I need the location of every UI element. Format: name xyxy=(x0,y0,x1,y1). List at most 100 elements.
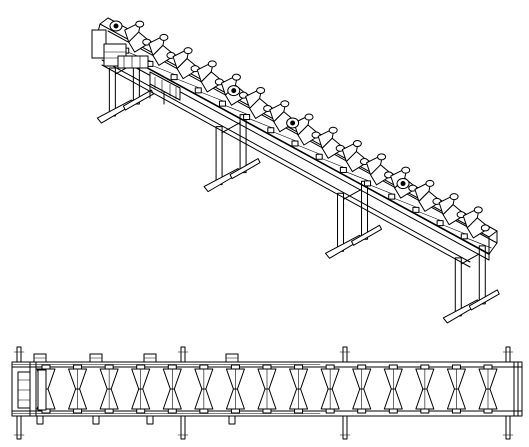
roller-flange xyxy=(401,166,411,174)
bearing-block xyxy=(412,206,420,213)
bearing-top xyxy=(357,364,367,370)
stand-brace xyxy=(343,188,363,200)
bearing-top xyxy=(167,364,177,370)
motor-shaft xyxy=(231,88,237,94)
bearing-top xyxy=(230,364,240,370)
bearing-block xyxy=(170,74,178,81)
bearing-bottom xyxy=(230,408,240,414)
bearing-block xyxy=(364,180,372,187)
motor-coupling xyxy=(36,415,44,425)
v-roller xyxy=(460,206,492,249)
plan-roller xyxy=(131,364,151,414)
motor-coupling xyxy=(228,415,236,425)
bearing-top xyxy=(199,364,209,370)
bearing-block xyxy=(388,193,396,200)
bearing-block xyxy=(315,153,323,160)
support-stand xyxy=(96,55,154,124)
stand-post xyxy=(454,257,462,317)
motor-coupling xyxy=(146,415,154,425)
plan-drive-motor xyxy=(89,353,103,425)
bearing-block xyxy=(194,87,202,94)
stand-foot xyxy=(468,289,500,311)
plan-roller xyxy=(352,364,372,414)
bearing-bottom xyxy=(136,408,146,414)
stand-foot xyxy=(351,224,383,246)
roller-flange xyxy=(449,193,459,201)
v-roller xyxy=(315,126,347,169)
bearing-top xyxy=(262,364,272,370)
plan-view xyxy=(11,346,523,440)
v-roller xyxy=(436,193,468,235)
frame-front-rail xyxy=(95,39,490,255)
isometric-view xyxy=(91,17,500,324)
roller-flange xyxy=(480,224,490,232)
plan-drive-motor xyxy=(225,353,239,425)
plan-roller xyxy=(383,364,403,414)
bearing-top xyxy=(483,364,493,370)
stand-post xyxy=(478,245,486,305)
bearing-bottom xyxy=(483,408,493,414)
bearing-top xyxy=(41,364,51,370)
roller-flange xyxy=(207,60,217,68)
bearing-bottom xyxy=(294,408,304,414)
plan-roller xyxy=(478,364,498,414)
roller-flange xyxy=(183,47,193,55)
drive-motor xyxy=(109,20,123,32)
plan-rollers xyxy=(36,364,498,414)
plan-roller xyxy=(162,364,182,414)
stand-post xyxy=(215,126,223,186)
bearing-top xyxy=(104,364,114,370)
roller-flange xyxy=(280,100,290,108)
v-roller xyxy=(194,60,226,103)
bearing-bottom xyxy=(325,408,335,414)
roller-flange xyxy=(328,126,338,134)
bearing-top xyxy=(325,364,335,370)
bearing-bottom xyxy=(104,408,114,414)
plan-roller xyxy=(257,364,277,414)
plan-roller xyxy=(194,364,214,414)
plan-roller xyxy=(68,364,88,414)
motor-shaft xyxy=(113,23,119,29)
stand-brace xyxy=(221,122,241,134)
drive-motor xyxy=(396,178,410,190)
bearing-bottom xyxy=(262,408,272,414)
bearing-bottom xyxy=(451,408,461,414)
drive-motor xyxy=(286,117,300,129)
bearing-block xyxy=(291,140,299,147)
roller-flange xyxy=(473,206,483,214)
roller-flange xyxy=(135,20,145,28)
roller-flange xyxy=(304,113,314,121)
frame-lower-beam xyxy=(101,59,471,263)
plan-drive-motor xyxy=(143,353,157,425)
roller-flange xyxy=(159,33,169,41)
motor-shaft xyxy=(400,181,406,187)
end-drive-unit xyxy=(91,29,181,105)
motor-shaft xyxy=(290,120,296,126)
motor-coupling xyxy=(92,415,100,425)
roller-flange xyxy=(377,153,387,161)
v-roller xyxy=(243,86,274,129)
plan-roller xyxy=(446,364,466,414)
iso-rollers xyxy=(122,20,492,249)
support-stand xyxy=(442,245,500,324)
bearing-top xyxy=(451,364,461,370)
v-roller xyxy=(170,47,202,89)
bearing-bottom xyxy=(199,408,209,414)
v-roller xyxy=(339,140,371,182)
support-stand xyxy=(203,114,261,193)
bearing-top xyxy=(388,364,398,370)
plan-roller xyxy=(225,364,245,414)
iso-drive-motors xyxy=(109,20,410,190)
bearing-block xyxy=(243,113,251,120)
plan-roller xyxy=(320,364,340,414)
stand-foot xyxy=(122,89,154,111)
plan-end-drive xyxy=(17,369,47,411)
plan-roller xyxy=(99,364,119,414)
bearing-top xyxy=(73,364,83,370)
bearing-block xyxy=(218,100,226,107)
plan-roller xyxy=(415,364,435,414)
stand-foot xyxy=(229,158,261,180)
plan-roller xyxy=(289,364,309,414)
